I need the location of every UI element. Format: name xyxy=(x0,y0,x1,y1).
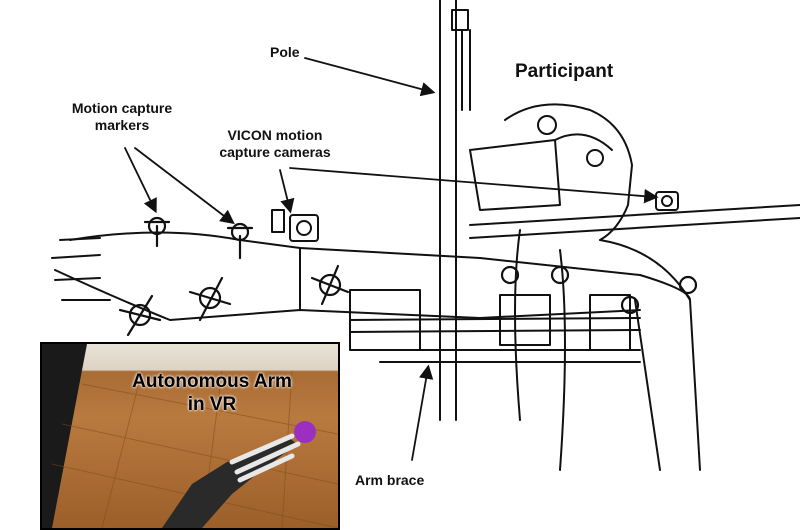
vr-pole xyxy=(42,344,87,528)
inset-title: Autonomous Arm in VR xyxy=(112,370,312,416)
vr-inset: Autonomous Arm in VR xyxy=(40,342,340,530)
motion-capture-markers xyxy=(118,216,698,337)
pole xyxy=(439,0,471,421)
label-line: VICON motion xyxy=(227,127,323,143)
label-participant: Participant xyxy=(515,61,614,82)
participant xyxy=(469,103,701,471)
camera-rig xyxy=(271,191,800,242)
inset-title-line: Autonomous Arm xyxy=(132,371,292,392)
label-line: Motion capture xyxy=(71,100,173,116)
label-line: capture cameras xyxy=(219,144,331,160)
vr-scene xyxy=(42,344,338,528)
arm-brace xyxy=(349,289,641,363)
arm xyxy=(51,231,691,321)
label-line: markers xyxy=(94,117,150,133)
robotic-fingers xyxy=(229,433,301,483)
label-pole: Pole xyxy=(270,44,300,60)
label-arm-brace: Arm brace xyxy=(355,472,425,488)
label-vicon-cameras: VICON motion capture cameras xyxy=(205,127,345,161)
label-motion-capture-markers: Motion capture markers xyxy=(52,100,192,134)
target-sphere xyxy=(294,421,316,443)
annotation-arrows xyxy=(124,57,659,461)
inset-title-line: in VR xyxy=(187,394,237,415)
